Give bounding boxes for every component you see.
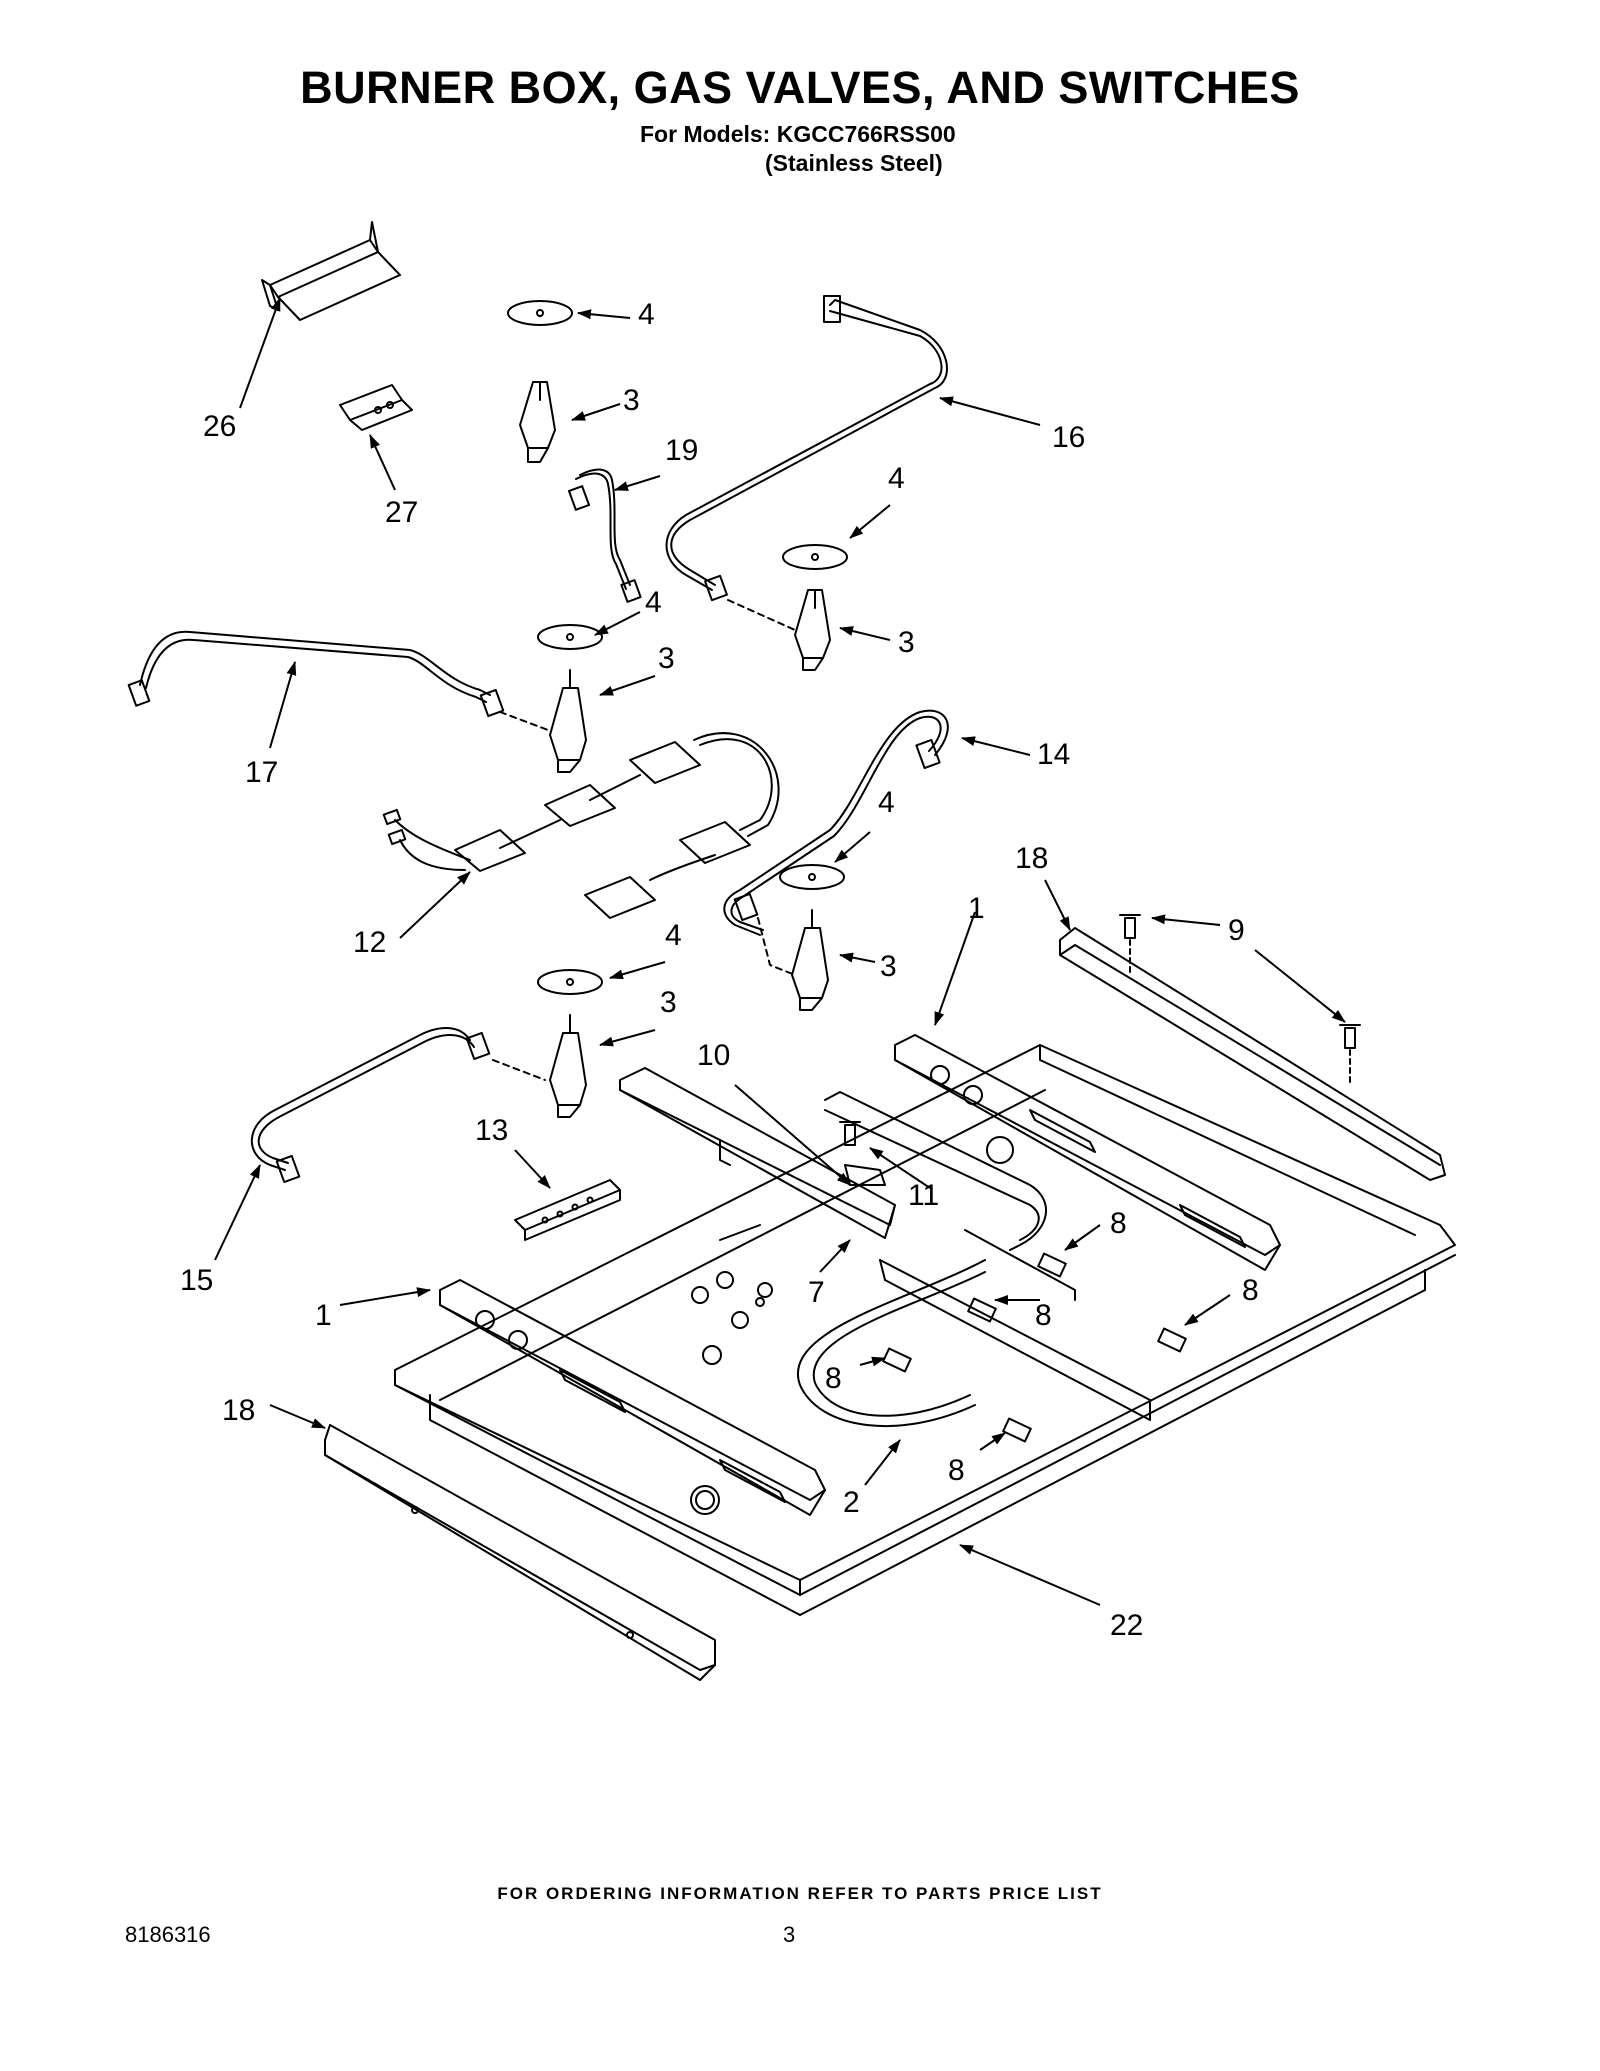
model-info: For Models: KGCC766RSS00 (Stainless Stee… (640, 120, 956, 178)
burner-valve-top (507, 300, 573, 463)
page-title: BURNER BOX, GAS VALVES, AND SWITCHES (300, 62, 1300, 113)
gas-tube-17 (127, 630, 549, 731)
rear-trim-strip (1059, 927, 1446, 1181)
callout-22: 22 (1110, 1609, 1143, 1642)
page-number: 3 (783, 1922, 796, 1947)
callout-13: 13 (475, 1114, 508, 1147)
burner-valve-center (537, 624, 603, 773)
callout-4a: 4 (638, 298, 655, 331)
burner-valve-right-lower (779, 864, 845, 1011)
screws-9 (1119, 914, 1361, 1086)
callout-15: 15 (180, 1264, 213, 1297)
callout-8e: 8 (948, 1454, 965, 1487)
callout-27: 27 (385, 496, 418, 529)
callout-2: 2 (843, 1486, 860, 1519)
callout-8b: 8 (1035, 1299, 1052, 1332)
callout-1a: 1 (968, 892, 985, 925)
callout-8a: 8 (1110, 1207, 1127, 1240)
gas-tube-15 (250, 1027, 546, 1184)
callout-8d: 8 (825, 1362, 842, 1395)
callout-7: 7 (808, 1276, 825, 1309)
burner-valve-left-lower (537, 969, 603, 1118)
burner-valve-right (782, 544, 848, 671)
gas-tube-16 (665, 295, 948, 631)
callout-12: 12 (353, 926, 386, 959)
callout-18b: 18 (222, 1394, 255, 1427)
burner-bracket-left (439, 1279, 826, 1516)
spark-module-box (261, 221, 401, 321)
callout-4d: 4 (878, 786, 895, 819)
callout-4b: 4 (888, 462, 905, 495)
front-trim-strip (324, 1424, 716, 1681)
callout-3d: 3 (880, 950, 897, 983)
center-brace (619, 1067, 896, 1239)
callout-18a: 18 (1015, 842, 1048, 875)
callout-3c: 3 (658, 642, 675, 675)
mounting-plate-13 (514, 1179, 621, 1241)
switch-harness (382, 732, 780, 919)
burner-bracket-right (894, 1034, 1281, 1271)
callout-3e: 3 (660, 986, 677, 1019)
callout-14: 14 (1037, 738, 1070, 771)
callout-26: 26 (203, 410, 236, 443)
gas-tube-14 (723, 709, 949, 976)
document-number: 8186316 (125, 1922, 211, 1947)
burner-frame (796, 1091, 1151, 1428)
callout-9: 9 (1228, 914, 1245, 947)
ordering-footer: FOR ORDERING INFORMATION REFER TO PARTS … (497, 1884, 1103, 1903)
callout-19: 19 (665, 434, 698, 467)
callout-8c: 8 (1242, 1274, 1259, 1307)
burner-box-pan (394, 1044, 1456, 1616)
screws-8 (882, 1252, 1187, 1443)
callout-10: 10 (697, 1039, 730, 1072)
gas-tube-19 (568, 468, 642, 603)
callout-17: 17 (245, 756, 278, 789)
finish-line: (Stainless Steel) (765, 150, 943, 176)
models-line: For Models: KGCC766RSS00 (640, 121, 956, 147)
callout-16: 16 (1052, 421, 1085, 454)
callout-1b: 1 (315, 1299, 332, 1332)
switch-block (339, 384, 413, 431)
callout-11: 11 (908, 1179, 939, 1212)
callout-3a: 3 (623, 384, 640, 417)
callout-3b: 3 (898, 626, 915, 659)
callout-4e: 4 (665, 919, 682, 952)
callout-4c: 4 (645, 586, 662, 619)
